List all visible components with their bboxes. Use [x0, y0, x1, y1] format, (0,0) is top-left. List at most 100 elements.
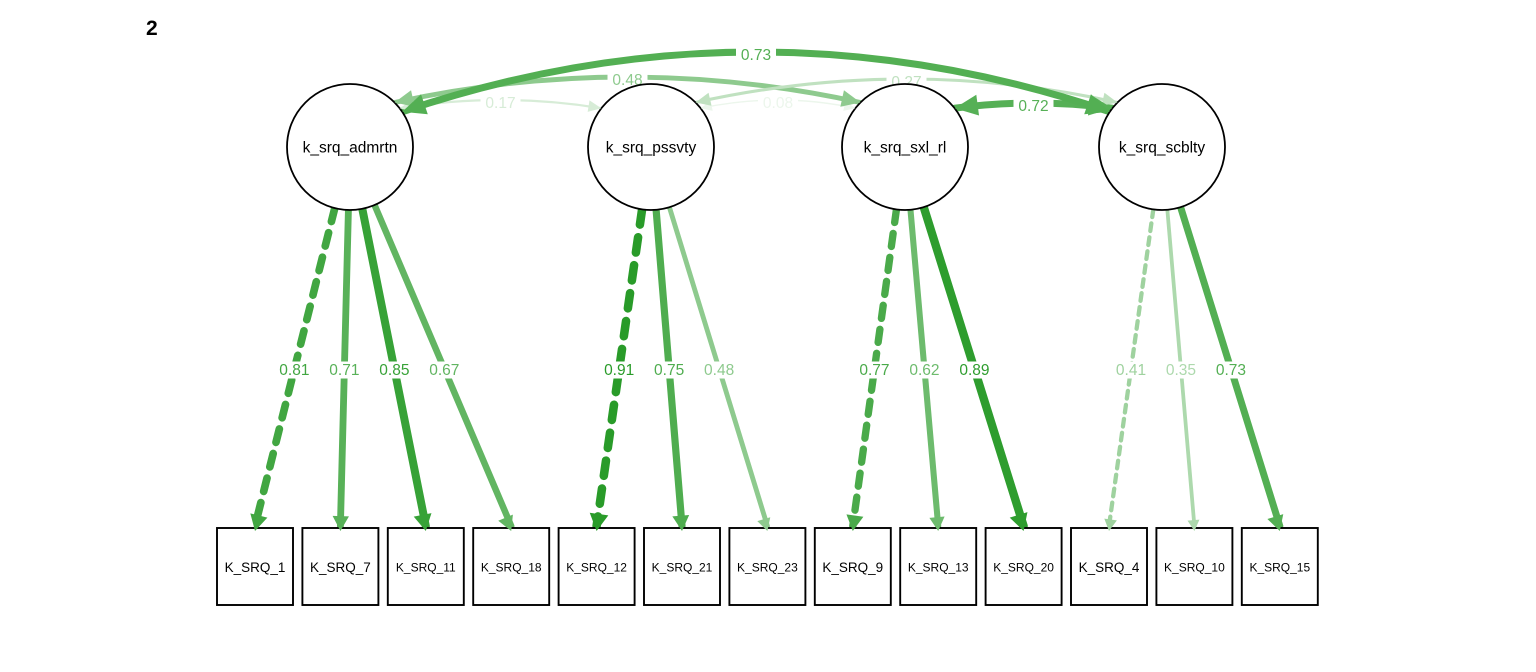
latent-label-k_srq_scblty: k_srq_scblty [1119, 140, 1205, 157]
arrowhead-k_srq_pssvty [695, 92, 712, 106]
indicator-box-K_SRQ_13 [899, 527, 978, 606]
covariance-label-k_srq_admrtn-k_srq_scblty: 0.73 [741, 47, 771, 64]
loading-label-K_SRQ_23-bg [699, 361, 740, 379]
covariance-label-k_srq_pssvty-k_srq_sxl_rl: 0.08 [763, 95, 793, 112]
indicator-node-K_SRQ_10: K_SRQ_10 [1155, 527, 1234, 606]
indicator-node-K_SRQ_9: K_SRQ_9 [813, 527, 892, 606]
latent-label-k_srq_sxl_rl: k_srq_sxl_rl [864, 140, 947, 157]
arrowhead-k_srq_admrtn [402, 94, 428, 115]
loading-label-K_SRQ_13-bg [904, 361, 945, 379]
loading-label-K_SRQ_4: 0.41 [1116, 362, 1146, 379]
indicator-node-K_SRQ_21: K_SRQ_21 [643, 527, 721, 606]
latent-circle-k_srq_sxl_rl [841, 83, 969, 211]
arrowhead-K_SRQ_4 [1104, 518, 1117, 531]
loading-label-K_SRQ_20: 0.89 [959, 362, 989, 379]
arrowhead-K_SRQ_9 [846, 514, 864, 531]
indicator-label-K_SRQ_21: K_SRQ_21 [652, 561, 713, 575]
arrowhead-k_srq_scblty [1084, 94, 1110, 115]
latent-circle-k_srq_admrtn [286, 83, 414, 211]
indicator-box-K_SRQ_9 [813, 527, 892, 606]
loading-label-K_SRQ_21-bg [649, 361, 690, 379]
latent-label-k_srq_pssvty: k_srq_pssvty [606, 140, 697, 157]
indicator-box-K_SRQ_12 [557, 527, 636, 606]
loading-label-K_SRQ_7-bg [324, 361, 365, 379]
arrowhead-K_SRQ_13 [929, 516, 945, 531]
loading-label-K_SRQ_12-bg [599, 361, 640, 379]
arrowhead-K_SRQ_23 [757, 517, 771, 531]
loading-label-K_SRQ_9: 0.77 [859, 362, 889, 379]
covariance-label-k_srq_sxl_rl-k_srq_scblty: 0.72 [1018, 98, 1048, 115]
indicator-box-K_SRQ_1 [216, 527, 294, 606]
indicator-label-K_SRQ_23: K_SRQ_23 [737, 561, 798, 575]
arrowhead-k_srq_sxl_rl [840, 90, 861, 107]
arrowhead-K_SRQ_20 [1009, 512, 1028, 531]
loading-label-K_SRQ_13: 0.62 [909, 362, 939, 379]
indicator-node-K_SRQ_11: K_SRQ_11 [386, 527, 465, 606]
arrowhead-k_srq_pssvty [587, 100, 602, 112]
loading-label-K_SRQ_7: 0.71 [329, 362, 359, 379]
indicator-label-K_SRQ_18: K_SRQ_18 [481, 561, 542, 575]
arrowhead-k_srq_sxl_rl [954, 94, 980, 116]
loading-label-K_SRQ_23: 0.48 [704, 362, 734, 379]
loading-label-K_SRQ_11: 0.85 [379, 362, 409, 379]
indicator-label-K_SRQ_11: K_SRQ_11 [396, 561, 456, 575]
latent-label-k_srq_admrtn: k_srq_admrtn [303, 140, 398, 157]
arrowhead-K_SRQ_1 [250, 513, 268, 531]
covariance-label-k_srq_admrtn-k_srq_scblty-bg [736, 46, 776, 64]
indicator-box-K_SRQ_4 [1070, 527, 1148, 606]
indicator-box-K_SRQ_21 [643, 527, 721, 606]
indicator-box-K_SRQ_7 [301, 527, 380, 606]
indicator-node-K_SRQ_1: K_SRQ_1 [216, 527, 294, 606]
loading-label-K_SRQ_10: 0.35 [1166, 362, 1196, 379]
indicator-node-K_SRQ_15: K_SRQ_15 [1240, 527, 1319, 606]
arrowhead-K_SRQ_15 [1267, 514, 1284, 531]
indicator-box-K_SRQ_11 [386, 527, 465, 606]
indicator-node-K_SRQ_4: K_SRQ_4 [1070, 527, 1148, 606]
loading-label-K_SRQ_12: 0.91 [604, 362, 634, 379]
covariance-label-k_srq_admrtn-k_srq_sxl_rl: 0.48 [612, 72, 642, 89]
indicator-node-K_SRQ_23: K_SRQ_23 [728, 527, 807, 606]
covariance-label-k_srq_sxl_rl-k_srq_scblty-bg [1013, 97, 1054, 115]
arrowhead-k_srq_scblty [1101, 92, 1118, 106]
loading-label-K_SRQ_10-bg [1160, 361, 1201, 379]
arrowhead-K_SRQ_11 [413, 513, 432, 531]
covariance-label-k_srq_admrtn-k_srq_pssvty-bg [480, 94, 521, 112]
loading-label-K_SRQ_15: 0.73 [1216, 362, 1246, 379]
indicator-box-K_SRQ_15 [1240, 527, 1319, 606]
latent-node-k_srq_sxl_rl: k_srq_sxl_rl [841, 83, 969, 211]
indicator-node-K_SRQ_18: K_SRQ_18 [472, 527, 551, 606]
indicator-label-K_SRQ_12: K_SRQ_12 [566, 561, 627, 575]
indicator-node-K_SRQ_20: K_SRQ_20 [984, 527, 1063, 606]
loading-label-K_SRQ_21: 0.75 [654, 362, 684, 379]
indicator-label-K_SRQ_13: K_SRQ_13 [908, 561, 969, 575]
indicator-label-K_SRQ_10: K_SRQ_10 [1164, 561, 1225, 575]
arrowhead-K_SRQ_7 [332, 515, 349, 531]
plot-index-label: 2 [146, 17, 158, 40]
indicator-node-K_SRQ_13: K_SRQ_13 [899, 527, 978, 606]
indicator-node-K_SRQ_7: K_SRQ_7 [301, 527, 380, 606]
loading-label-K_SRQ_20-bg [954, 361, 995, 379]
latent-node-k_srq_pssvty: k_srq_pssvty [587, 83, 715, 211]
latent-circle-k_srq_scblty [1098, 83, 1226, 211]
indicator-label-K_SRQ_15: K_SRQ_15 [1249, 561, 1310, 575]
arrowhead-K_SRQ_12 [589, 512, 609, 531]
loading-label-K_SRQ_15-bg [1210, 361, 1251, 379]
indicator-label-K_SRQ_20: K_SRQ_20 [993, 561, 1054, 575]
loading-label-K_SRQ_18-bg [424, 361, 465, 379]
indicator-box-K_SRQ_18 [472, 527, 551, 606]
latent-node-k_srq_scblty: k_srq_scblty [1098, 83, 1226, 211]
loading-label-K_SRQ_9-bg [854, 361, 895, 379]
indicator-box-K_SRQ_10 [1155, 527, 1234, 606]
loading-label-K_SRQ_11-bg [374, 361, 415, 379]
covariance-label-k_srq_admrtn-k_srq_sxl_rl-bg [607, 71, 648, 89]
latent-node-k_srq_admrtn: k_srq_admrtn [286, 83, 414, 211]
loading-label-K_SRQ_18: 0.67 [429, 362, 459, 379]
indicator-label-K_SRQ_4: K_SRQ_4 [1079, 560, 1140, 575]
loading-label-K_SRQ_1: 0.81 [279, 362, 309, 379]
indicator-label-K_SRQ_7: K_SRQ_7 [310, 560, 371, 575]
arrowhead-K_SRQ_18 [498, 514, 513, 531]
covariance-label-k_srq_admrtn-k_srq_pssvty: 0.17 [485, 95, 515, 112]
arrowhead-K_SRQ_10 [1187, 519, 1200, 531]
